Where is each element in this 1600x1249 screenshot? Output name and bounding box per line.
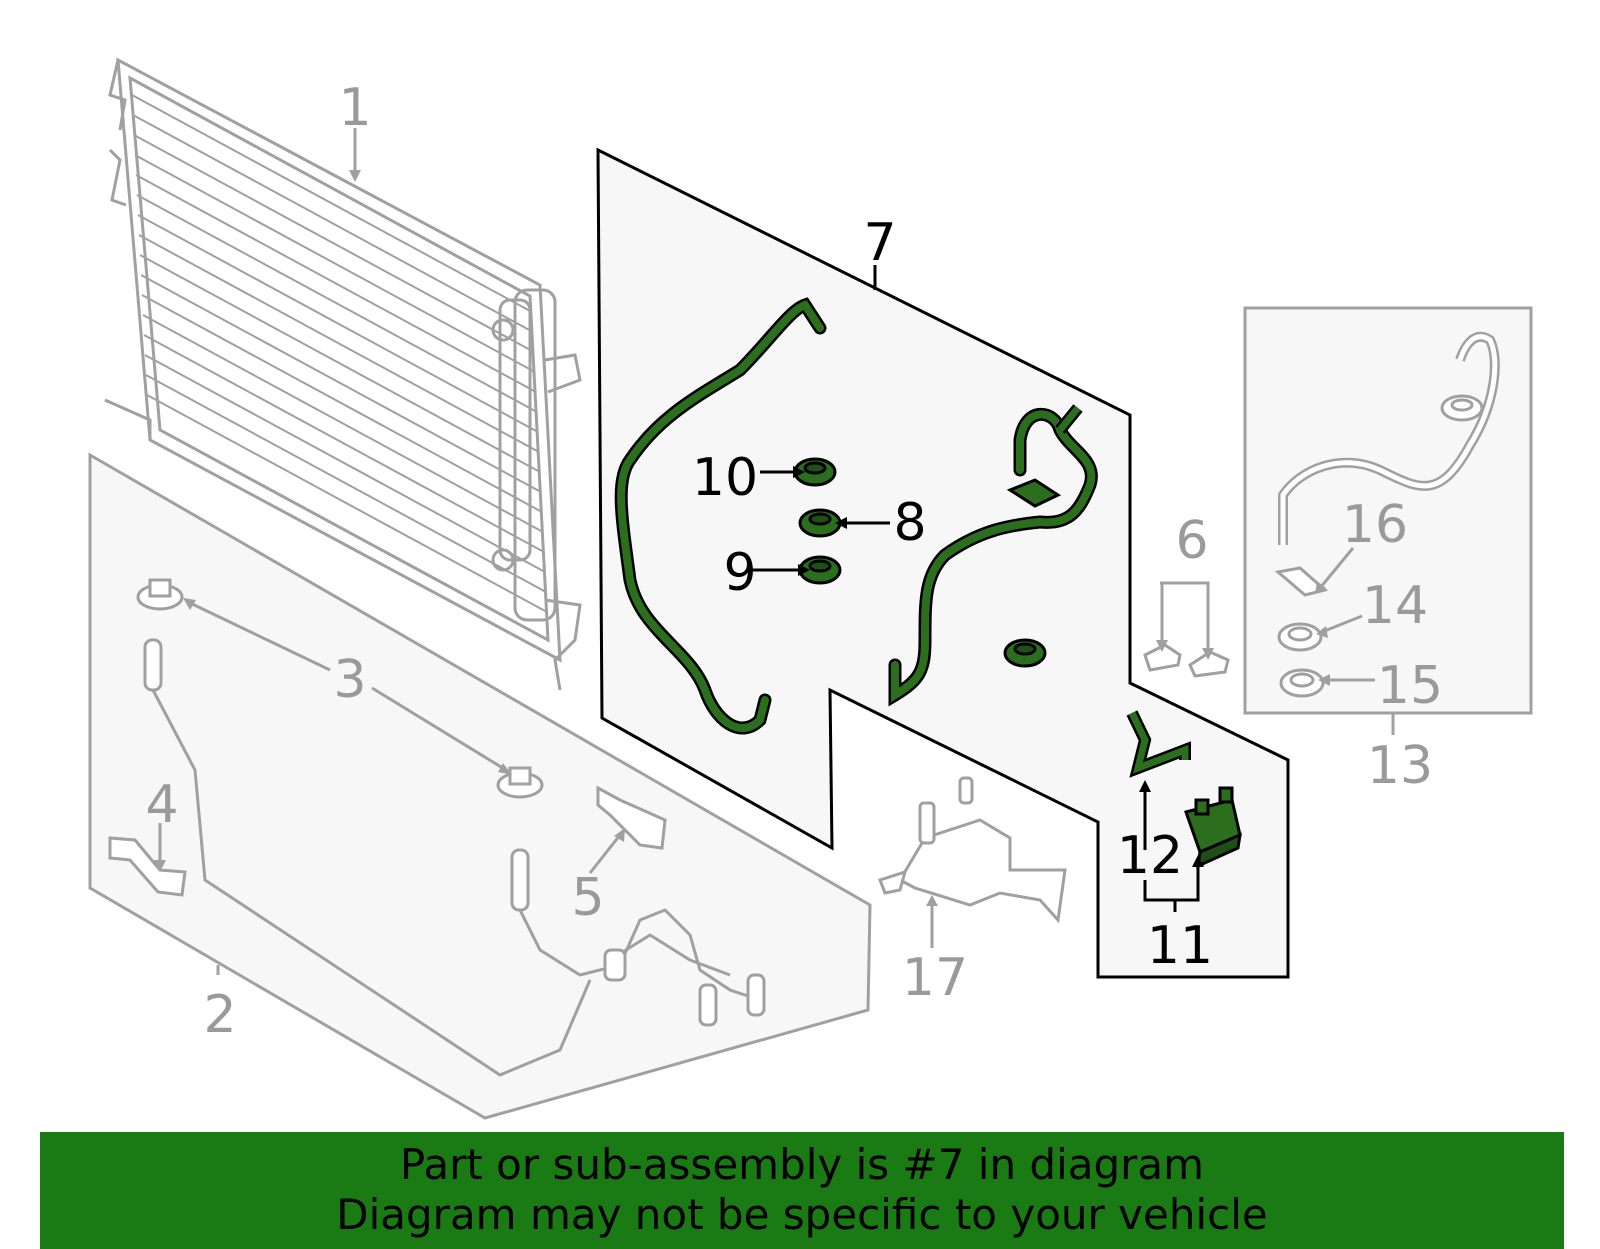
highlighted-assembly-panel-part-7[interactable] (596, 147, 1290, 979)
callout-1: 1 (338, 78, 371, 138)
callout-5: 5 (571, 868, 604, 928)
callout-13: 13 (1367, 736, 1433, 796)
callout-8: 8 (893, 493, 926, 553)
banner-line-2: Diagram may not be specific to your vehi… (336, 1190, 1268, 1239)
callout-12: 12 (1117, 826, 1183, 886)
callout-7: 7 (863, 213, 896, 273)
callout-17: 17 (902, 948, 968, 1008)
callout-2: 2 (203, 985, 236, 1045)
callout-16: 16 (1342, 495, 1408, 555)
sub-assembly-part-13[interactable] (1243, 306, 1533, 715)
callout-10: 10 (692, 448, 758, 508)
bracket-part-17[interactable] (878, 776, 1067, 924)
callout-9: 9 (723, 543, 756, 603)
callout-15: 15 (1377, 656, 1443, 716)
radiator-part-1[interactable] (104, 57, 582, 691)
callout-14: 14 (1362, 576, 1428, 636)
condenser-assembly-part-2[interactable] (88, 452, 872, 1120)
banner-line-1: Part or sub-assembly is #7 in diagram (399, 1140, 1205, 1189)
oil-cooler-part-11[interactable] (1184, 786, 1242, 869)
callout-4: 4 (145, 775, 178, 835)
callout-6: 6 (1175, 511, 1208, 571)
clips-part-6[interactable] (1143, 643, 1230, 678)
callout-11: 11 (1147, 916, 1213, 976)
info-banner: Part or sub-assembly is #7 in diagram Di… (40, 1132, 1564, 1249)
callout-3: 3 (333, 650, 366, 710)
